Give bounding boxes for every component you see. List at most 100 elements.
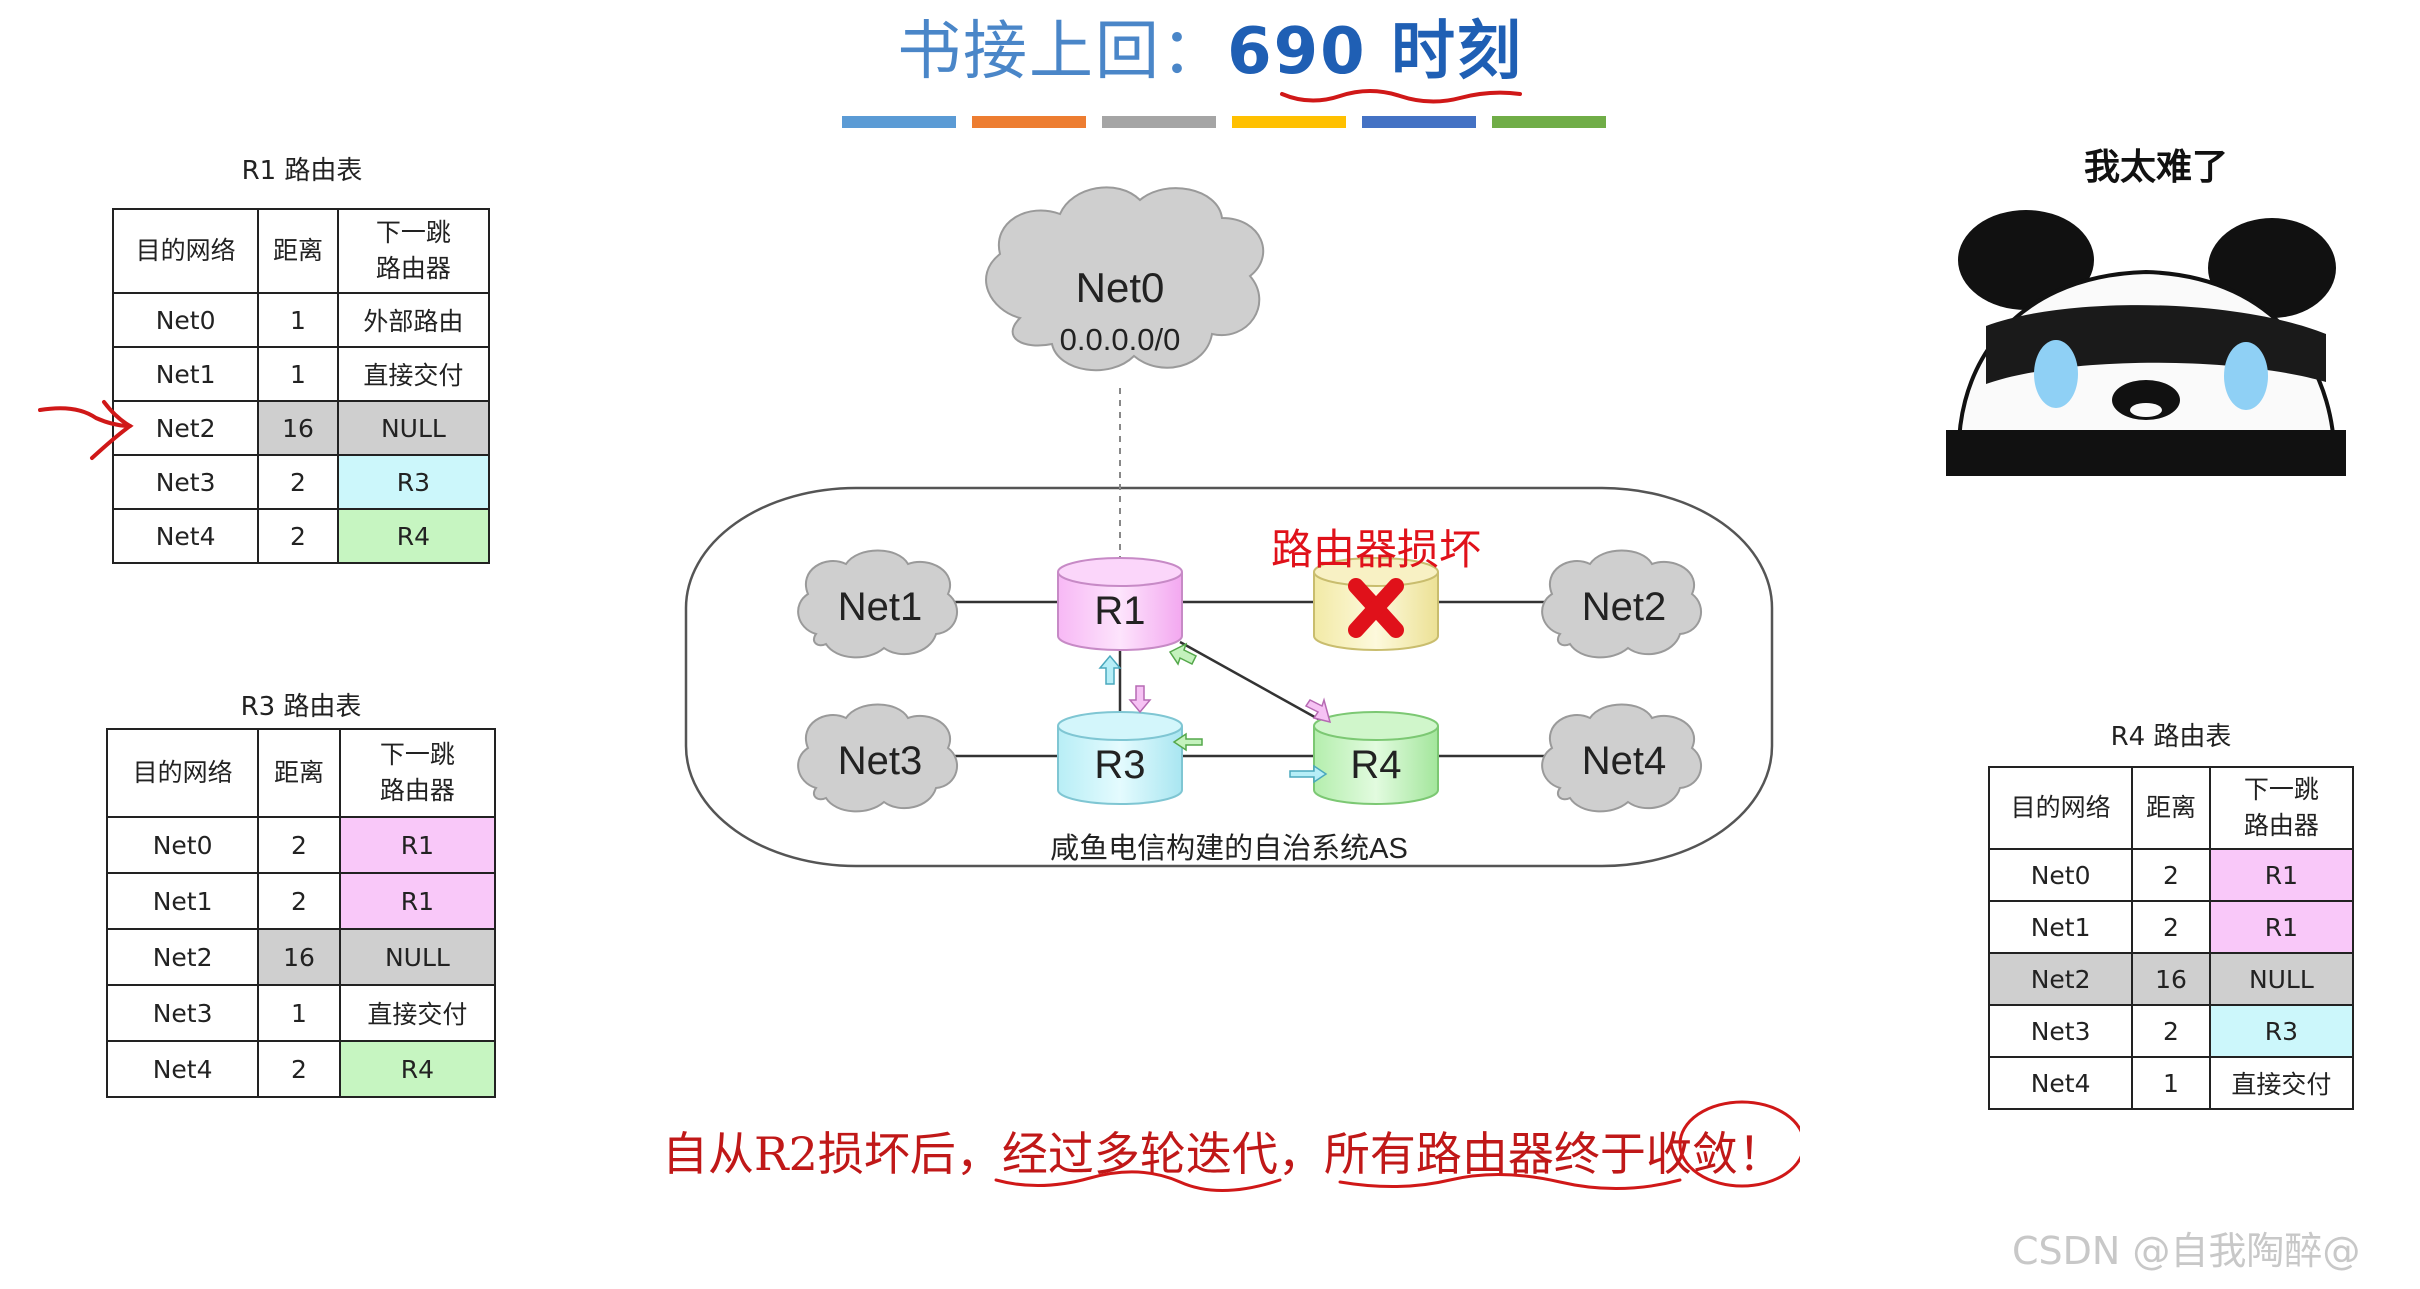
router-r2 [1313, 557, 1439, 651]
r4-routing-table: 目的网络 距离 下一跳路由器 Net0 2 R1 Net1 2 R1 Net2 … [1987, 766, 2355, 1110]
r4-label: R4 [1350, 743, 1401, 787]
header-next-hop: 下一跳路由器 [338, 728, 497, 818]
dist-cell: 16 [2131, 952, 2211, 1006]
panda-caption: 我太难了 [2083, 147, 2228, 188]
header-next-hop: 下一跳路由器 [336, 208, 491, 294]
dist-cell: 16 [257, 928, 341, 986]
r3-table-caption: R3 路由表 [240, 692, 362, 722]
update-arrow-icon [1098, 654, 1122, 685]
dist-cell: 1 [257, 346, 339, 402]
dest-cell: Net2 [105, 928, 260, 986]
hop-cell: R3 [336, 454, 491, 510]
header-dist: 距离 [257, 208, 339, 294]
color-bar [1102, 116, 1216, 128]
dest-cell: Net2 [1987, 952, 2134, 1006]
dist-cell: 2 [257, 1040, 341, 1098]
dest-cell: Net3 [1987, 1004, 2134, 1058]
table-row: Net1 2 R1 [105, 872, 497, 930]
r3-label: R3 [1094, 743, 1145, 787]
dest-cell: Net2 [111, 400, 260, 456]
r3-routing-table: 目的网络 距离 下一跳路由器 Net0 2 R1 Net1 2 R1 Net2 … [105, 728, 497, 1098]
net2-cloud: Net2 [1541, 549, 1702, 659]
net4-label: Net4 [1582, 739, 1667, 783]
header-dist: 距离 [2131, 766, 2211, 850]
convergence-statement: 自从R2损坏后，经过多轮迭代，所有路由器终于收敛！ [662, 1127, 1784, 1181]
dist-cell: 1 [257, 984, 341, 1042]
update-arrow-icon [1304, 697, 1332, 724]
net3-cloud: Net3 [797, 703, 958, 813]
hop-cell: 外部路由 [336, 292, 491, 348]
dist-cell: 2 [257, 816, 341, 874]
table-row: Net0 1 外部路由 [111, 292, 491, 348]
net1-label: Net1 [838, 585, 923, 629]
dest-cell: Net3 [105, 984, 260, 1042]
dest-cell: Net1 [1987, 900, 2134, 954]
net2-label: Net2 [1582, 585, 1667, 629]
table-row: Net0 2 R1 [105, 816, 497, 874]
dist-cell: 1 [2131, 1056, 2211, 1110]
net0-address: 0.0.0.0/0 [1060, 322, 1181, 357]
dist-cell: 1 [257, 292, 339, 348]
dist-cell: 16 [257, 400, 339, 456]
update-arrow-icon [1128, 685, 1152, 714]
router-r4: R4 [1313, 711, 1439, 805]
dest-cell: Net3 [111, 454, 260, 510]
router-broken-label: 路由器损坏 [1271, 526, 1481, 573]
dist-cell: 2 [2131, 848, 2211, 902]
dist-cell: 2 [257, 454, 339, 510]
as-label: 咸鱼电信构建的自治系统AS [1050, 832, 1408, 865]
table-row: Net2 16 NULL [1987, 952, 2355, 1006]
csdn-watermark: CSDN @自我陶醉@ [2012, 1229, 2361, 1273]
header-dest: 目的网络 [105, 728, 260, 818]
hop-cell: 直接交付 [338, 984, 497, 1042]
crying-panda-meme [1946, 206, 2346, 476]
header-next-hop: 下一跳路由器 [2208, 766, 2355, 850]
title-underline [1280, 89, 1522, 104]
r1-table-caption: R1 路由表 [241, 156, 363, 186]
net0-label: Net0 [1076, 264, 1165, 311]
router-r3: R3 [1057, 711, 1183, 805]
table-row: Net2 16 NULL [105, 928, 497, 986]
dest-cell: Net0 [111, 292, 260, 348]
dest-cell: Net0 [105, 816, 260, 874]
table-row: Net3 1 直接交付 [105, 984, 497, 1042]
color-bar [1362, 116, 1476, 128]
dist-cell: 2 [2131, 1004, 2211, 1058]
color-bar [842, 116, 956, 128]
dist-cell: 2 [257, 872, 341, 930]
table-row: Net1 1 直接交付 [111, 346, 491, 402]
table-row: Net0 2 R1 [1987, 848, 2355, 902]
dest-cell: Net1 [105, 872, 260, 930]
dist-cell: 2 [257, 508, 339, 564]
hop-cell: R1 [338, 816, 497, 874]
table-row: Net4 1 直接交付 [1987, 1056, 2355, 1110]
color-bar [972, 116, 1086, 128]
hop-cell: R1 [2208, 900, 2355, 954]
r1-label: R1 [1094, 589, 1145, 633]
hop-cell: NULL [338, 928, 497, 986]
hop-cell: 直接交付 [336, 346, 491, 402]
slide-title: 书接上回：690 时刻 [0, 6, 2420, 98]
r1-routing-table: 目的网络 距离 下一跳路由器 Net0 1 外部路由 Net1 1 直接交付 N… [111, 208, 491, 564]
dest-cell: Net1 [111, 346, 260, 402]
table-row: Net2 16 NULL [111, 400, 491, 456]
header-dest: 目的网络 [111, 208, 260, 294]
r4-table-caption: R4 路由表 [2110, 722, 2232, 752]
dest-cell: Net4 [111, 508, 260, 564]
hand-drawn-arrow [38, 400, 134, 460]
hop-cell: R1 [2208, 848, 2355, 902]
dest-cell: Net0 [1987, 848, 2134, 902]
update-arrow-icon [1168, 642, 1198, 666]
color-bar [1492, 116, 1606, 128]
dist-cell: 2 [2131, 900, 2211, 954]
handwritten-underline [994, 1100, 1800, 1193]
net1-cloud: Net1 [797, 549, 958, 659]
table-row: Net3 2 R3 [1987, 1004, 2355, 1058]
dest-cell: Net4 [105, 1040, 260, 1098]
net4-cloud: Net4 [1541, 703, 1702, 813]
link-r1-r4 [1179, 640, 1321, 722]
header-dest: 目的网络 [1987, 766, 2134, 850]
title-prefix: 书接上回： [897, 15, 1228, 89]
header-dist: 距离 [257, 728, 341, 818]
table-row: Net4 2 R4 [105, 1040, 497, 1098]
